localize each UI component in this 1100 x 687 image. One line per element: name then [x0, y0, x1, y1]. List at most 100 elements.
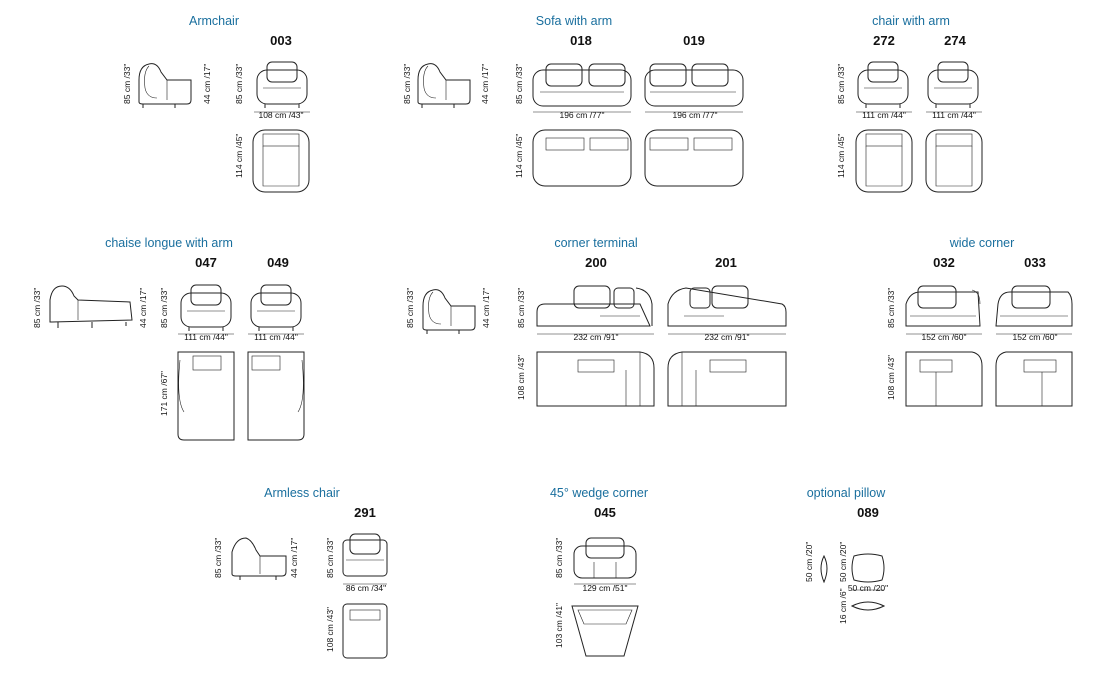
- dim-width-047: 111 cm /44": [184, 332, 228, 342]
- sofa-019-front-view: [644, 63, 744, 107]
- sofa-018-front-view: [532, 63, 632, 107]
- code-089: 089: [857, 505, 879, 520]
- chaise-049-front-view: [250, 284, 302, 332]
- dim-height-corner-side: 85 cm /33": [405, 287, 415, 328]
- armless-side-view: [231, 537, 287, 580]
- dim-depth-corner: 108 cm /43": [516, 354, 526, 400]
- sofa-side-view: [417, 63, 471, 109]
- dim-width-201: 232 cm /91": [704, 332, 750, 342]
- title-sofa-with-arm: Sofa with arm: [535, 14, 613, 28]
- chair-272-top-view: [855, 129, 913, 193]
- dim-width-032: 152 cm /60": [921, 332, 967, 342]
- dim-height-corner-front: 85 cm /33": [516, 287, 526, 328]
- pillow-front-view: [851, 553, 885, 583]
- chair-272-front-view: [857, 61, 909, 109]
- dim-depth-chaise: 171 cm /67": [159, 370, 169, 416]
- corner-200-top-view: [536, 351, 655, 407]
- chaise-047-front-view: [180, 284, 232, 332]
- chaise-049-top-view: [247, 351, 305, 441]
- title-armchair: Armchair: [188, 14, 240, 28]
- pillow-side-view: [820, 554, 828, 584]
- dim-height-sofa-front: 85 cm /33": [514, 63, 524, 104]
- wedge-front-view: [573, 537, 637, 579]
- chair-274-front-view: [927, 61, 979, 109]
- dim-height-wide-corner: 85 cm /33": [886, 287, 896, 328]
- code-291: 291: [354, 505, 376, 520]
- dim-width-003: 108 cm /43": [258, 110, 304, 120]
- dim-height-003-side: 85 cm /33": [122, 63, 132, 104]
- pillow-top-view: [850, 601, 886, 611]
- dim-width-274: 111 cm /44": [932, 110, 976, 120]
- title-chair-with-arm: chair with arm: [872, 14, 950, 28]
- code-033: 033: [1024, 255, 1046, 270]
- dim-height-pillow-side: 50 cm /20": [804, 541, 814, 582]
- chaise-side-view: [49, 285, 133, 328]
- wide-corner-032-top-view: [905, 351, 983, 407]
- dim-width-033: 152 cm /60": [1012, 332, 1058, 342]
- dim-depth-003: 114 cm /45": [234, 133, 244, 178]
- corner-201-front-view: [667, 285, 787, 327]
- corner-200-front-view: [536, 285, 653, 327]
- title-wide-corner: wide corner: [949, 236, 1015, 250]
- code-045: 045: [594, 505, 616, 520]
- title-chaise-longue: chaise longue with arm: [105, 236, 233, 250]
- dim-width-049: 111 cm /44": [254, 332, 298, 342]
- dim-depth-armless: 108 cm /43": [325, 606, 335, 652]
- dim-height-pillow-front: 50 cm /20": [838, 541, 848, 582]
- code-032: 032: [933, 255, 955, 270]
- armchair-top-view: [252, 129, 310, 193]
- dim-height-chaise-side: 85 cm /33": [32, 287, 42, 328]
- dim-seat-chaise-side: 44 cm /17": [138, 287, 148, 328]
- code-003: 003: [270, 33, 292, 48]
- title-armless-chair: Armless chair: [264, 486, 340, 500]
- sofa-018-top-view: [532, 129, 632, 187]
- wedge-top-view: [571, 605, 639, 657]
- code-047: 047: [195, 255, 217, 270]
- dim-depth-wedge: 103 cm /41": [554, 602, 564, 648]
- title-optional-pillow: optional pillow: [806, 486, 886, 500]
- dim-width-291: 86 cm /34": [345, 583, 387, 593]
- sofa-019-top-view: [644, 129, 744, 187]
- dim-width-045: 129 cm /51": [582, 583, 628, 593]
- code-049: 049: [267, 255, 289, 270]
- dim-height-003-front: 85 cm /33": [234, 63, 244, 104]
- armless-front-view: [342, 533, 388, 577]
- dim-height-armless-front: 85 cm /33": [325, 537, 335, 578]
- code-201: 201: [715, 255, 737, 270]
- code-274: 274: [944, 33, 966, 48]
- dim-seat-armless-side: 44 cm /17": [289, 537, 299, 578]
- code-272: 272: [873, 33, 895, 48]
- dim-depth-sofa: 114 cm /45": [514, 133, 524, 178]
- dim-height-sofa-side: 85 cm /33": [402, 63, 412, 104]
- dim-height-chair-arm: 85 cm /33": [836, 63, 846, 104]
- dim-width-089: 50 cm /20": [847, 583, 889, 593]
- dim-seat-corner-side: 44 cm /17": [481, 287, 491, 328]
- code-018: 018: [570, 33, 592, 48]
- dim-width-018: 196 cm /77": [559, 110, 605, 120]
- dim-height-armless-side: 85 cm /33": [213, 537, 223, 578]
- dim-depth-wide-corner: 108 cm /43": [886, 354, 896, 400]
- dim-seat-003-side: 44 cm /17": [202, 63, 212, 104]
- dim-width-019: 196 cm /77": [672, 110, 718, 120]
- corner-side-view: [422, 289, 476, 335]
- dim-seat-sofa-side: 44 cm /17": [480, 63, 490, 104]
- dim-thickness-pillow: 16 cm /6": [838, 588, 848, 624]
- armchair-front-view: [256, 61, 308, 109]
- dim-height-chaise-front: 85 cm /33": [159, 287, 169, 328]
- dim-height-wedge: 85 cm /33": [554, 537, 564, 578]
- dim-width-272: 111 cm /44": [862, 110, 906, 120]
- title-wedge-corner: 45° wedge corner: [549, 486, 649, 500]
- wide-corner-033-front-view: [995, 285, 1073, 327]
- armchair-side-view: [138, 63, 192, 109]
- dim-depth-chair-arm: 114 cm /45": [836, 133, 846, 178]
- code-200: 200: [585, 255, 607, 270]
- chair-274-top-view: [925, 129, 983, 193]
- corner-201-top-view: [667, 351, 787, 407]
- dim-width-200: 232 cm /91": [573, 332, 619, 342]
- wide-corner-033-top-view: [995, 351, 1073, 407]
- title-corner-terminal: corner terminal: [554, 236, 638, 250]
- chaise-047-top-view: [177, 351, 235, 441]
- code-019: 019: [683, 33, 705, 48]
- wide-corner-032-front-view: [905, 285, 981, 327]
